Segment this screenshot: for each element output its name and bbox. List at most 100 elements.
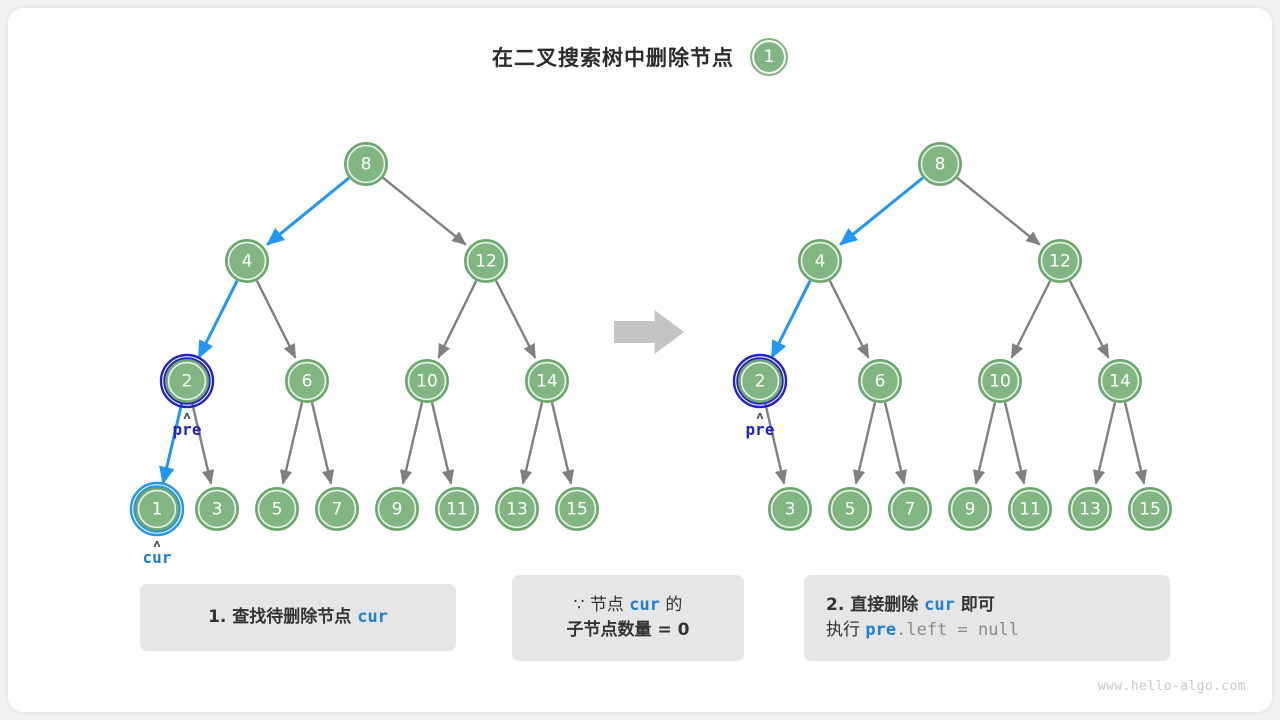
caption-step-2-line-2-code: pre: [865, 620, 897, 640]
tree-node-value: 12: [1049, 252, 1071, 272]
tree-edge: [883, 402, 908, 485]
tree-node: 2: [159, 353, 215, 409]
tree-edge: [550, 402, 575, 485]
tree-edge: [972, 402, 997, 485]
tree-edge: [437, 280, 478, 359]
tree-edge: [852, 402, 877, 485]
caption-step-2-line-1: 2. 直接删除 cur 即可: [826, 593, 995, 619]
tree-edge: [197, 280, 239, 359]
tree-edge: [279, 402, 304, 485]
tree-node: 13: [1068, 487, 1112, 531]
tree-edge: [159, 402, 184, 485]
tree-node: 7: [315, 487, 359, 531]
tree-node: 7: [888, 487, 932, 531]
caption-step-2: 2. 直接删除 cur 即可 执行 pre.left = null: [804, 575, 1170, 661]
tree-edge: [382, 176, 467, 246]
tree-node: 8: [918, 142, 962, 186]
pointer-caret-icon: ʌ: [756, 409, 764, 422]
tree-node-value: 3: [212, 500, 223, 520]
caption-reason: ∵ 节点 cur 的 子节点数量 = 0: [512, 575, 744, 661]
site-watermark: www.hello-algo.com: [1097, 679, 1246, 694]
pointer-label-text: pre: [745, 420, 775, 439]
tree-node-value: 6: [875, 372, 886, 392]
tree-node: 3: [768, 487, 812, 531]
tree-node-value: 8: [361, 155, 372, 175]
caption-step-2-line-2-prefix: 执行: [826, 620, 866, 640]
tree-node-value: 3: [785, 500, 796, 520]
tree-node: 12: [464, 239, 508, 283]
tree-node: 13: [495, 487, 539, 531]
tree-node-value: 1: [152, 500, 163, 520]
tree-node: 10: [978, 359, 1022, 403]
tree-node-value: 5: [272, 500, 283, 520]
tree-edges-layer: [159, 176, 1148, 485]
tree-node-value: 13: [1079, 500, 1101, 520]
step-badge: 1: [750, 38, 788, 76]
tree-node: 3: [195, 487, 239, 531]
transition-arrow-icon: [614, 310, 684, 354]
tree-node-value: 10: [989, 372, 1011, 392]
pointer-caret-icon: ʌ: [183, 409, 191, 422]
transition-arrow-layer: [614, 310, 684, 354]
caption-reason-line-1-prefix: ∵ 节点: [573, 594, 630, 615]
tree-node-value: 9: [392, 500, 403, 520]
tree-edge: [1123, 402, 1148, 485]
pointer-label-text: pre: [172, 420, 202, 439]
caption-step-1-code: cur: [357, 606, 388, 627]
tree-node-value: 14: [536, 372, 558, 392]
tree-edge: [1010, 280, 1052, 359]
tree-node: 14: [525, 359, 569, 403]
pointer-label-text: cur: [142, 548, 172, 567]
tree-node-value: 14: [1109, 372, 1131, 392]
tree-node: 15: [1128, 487, 1172, 531]
tree-node: 2: [732, 353, 788, 409]
tree-edge: [519, 402, 544, 485]
page-title: 在二叉搜索树中删除节点 1: [8, 38, 1272, 76]
tree-edge: [1003, 402, 1028, 485]
caption-reason-line-1-suffix: 的: [659, 594, 683, 615]
tree-node-value: 12: [475, 252, 497, 272]
tree-edge: [1068, 280, 1110, 359]
caption-step-1-line: 1. 查找待删除节点 cur: [208, 605, 388, 631]
tree-edge: [190, 402, 215, 485]
tree-node-value: 4: [242, 252, 253, 272]
tree-node-value: 6: [302, 372, 313, 392]
tree-node-value: 2: [182, 372, 193, 392]
tree-edge: [494, 280, 537, 359]
tree-node: 15: [555, 487, 599, 531]
tree-node: 9: [948, 487, 992, 531]
page-title-text: 在二叉搜索树中删除节点: [492, 46, 734, 70]
tree-node: 9: [375, 487, 419, 531]
tree-node-value: 9: [965, 500, 976, 520]
tree-node: 8: [344, 142, 388, 186]
caption-step-2-line-2: 执行 pre.left = null: [826, 618, 1019, 644]
caption-reason-line-2: 子节点数量 = 0: [566, 620, 690, 640]
tree-node-value: 2: [755, 372, 766, 392]
tree-edge: [770, 280, 812, 359]
pointer-caret-icon: ʌ: [153, 537, 161, 550]
tree-edge: [255, 280, 297, 359]
tree-edge: [310, 402, 335, 485]
tree-edge: [430, 402, 455, 485]
tree-edge: [839, 176, 924, 246]
tree-node: 6: [858, 359, 902, 403]
tree-edge: [763, 402, 788, 485]
caption-step-2-code: cur: [924, 594, 955, 615]
tree-node: 5: [828, 487, 872, 531]
tree-edge: [956, 176, 1041, 246]
tree-node-value: 11: [446, 500, 468, 520]
caption-step-2-prefix: 2. 直接删除: [826, 594, 925, 615]
tree-node-value: 7: [332, 500, 343, 520]
tree-node: 4: [798, 239, 842, 283]
tree-node: 6: [285, 359, 329, 403]
tree-edge: [399, 402, 424, 485]
tree-node-value: 5: [845, 500, 856, 520]
caption-step-1-prefix: 1. 查找待删除节点: [208, 606, 358, 627]
tree-node-value: 7: [905, 500, 916, 520]
